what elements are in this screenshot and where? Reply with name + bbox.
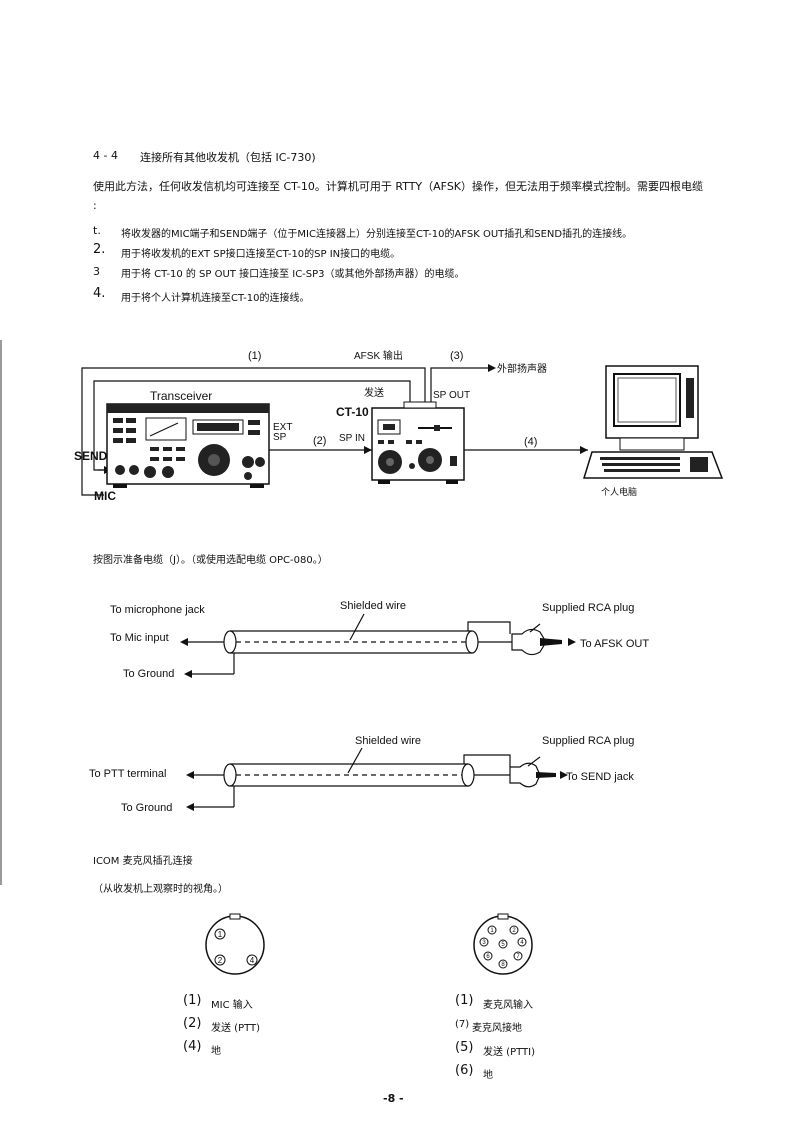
connector-4-pin: 1 2 4 [205, 913, 265, 975]
ct10-device [371, 401, 465, 484]
pin-description: 发送 (PTTI) [483, 1047, 536, 1058]
rca-plug-label: Supplied RCA plug [542, 602, 634, 614]
pin-label: 4 [520, 940, 524, 946]
intro-line-2: : [93, 199, 97, 212]
list-item-number: 4. [93, 286, 106, 301]
pin-label: 6 [486, 954, 490, 960]
pin-description: 发送 (PTT) [211, 1023, 261, 1034]
computer-device [582, 365, 724, 479]
cable-4-label: (4) [524, 436, 537, 448]
page-edge-shadow [0, 340, 2, 885]
rca-plug-label: Supplied RCA plug [542, 735, 634, 747]
pin-label: 8 [501, 962, 505, 968]
list-item-text: 将收发器的MIC端子和SEND端子（位于MIC连接器上）分别连接至CT-10的A… [121, 229, 633, 240]
transceiver-device [106, 403, 270, 488]
shielded-wire-label: Shielded wire [355, 735, 421, 747]
pin-description: 地 [483, 1070, 493, 1081]
cable-1-label: (1) [248, 350, 261, 362]
pin-label: 7 [516, 954, 520, 960]
pin-description: 麦克风接地 [472, 1023, 522, 1034]
pin-number: (2) [183, 1016, 202, 1031]
send-cn-label: 发送 [364, 386, 384, 399]
pin-number: (7) [455, 1019, 470, 1030]
connector-8-pin: 1 2 3 4 5 6 7 8 [473, 913, 533, 975]
cable-diagram-ptt: Shielded wire Supplied RCA plug To PTT t… [89, 735, 634, 814]
external-speaker-label: 外部扬声器 [497, 362, 547, 375]
pin-description: MIC 输入 [211, 1000, 253, 1011]
shielded-wire-label: Shielded wire [340, 600, 406, 612]
pin-label: 3 [482, 940, 486, 946]
list-item-text: 用于将 CT-10 的 SP OUT 接口连接至 IC-SP3（或其他外部扬声器… [121, 269, 465, 280]
list-item-text: 用于将收发机的EXT SP接口连接至CT-10的SP IN接口的电缆。 [121, 249, 401, 260]
list-item-text: 用于将个人计算机连接至CT-10的连接线。 [121, 293, 310, 304]
sp-in-label: SP IN [339, 433, 365, 444]
list-item-number: 3 [93, 265, 100, 278]
pin-label: 5 [501, 942, 505, 948]
pin-number: (4) [183, 1039, 202, 1054]
list-item-number: 2. [93, 242, 106, 257]
ct10-label: CT-10 [336, 405, 369, 419]
section-number: 4 - 4 [93, 149, 118, 162]
cable-diagram-mic: To microphone jack Shielded wire Supplie… [110, 600, 649, 680]
pin-number: (5) [455, 1040, 474, 1055]
cable-2-label: (2) [313, 435, 326, 447]
send-label: SEND [74, 449, 108, 463]
page-number: -8 - [383, 1092, 404, 1105]
sp-label: SP [273, 432, 287, 443]
intro-line-1: 使用此方法，任何收发信机均可连接至 CT-10。计算机可用于 RTTY（AFSK… [93, 180, 704, 193]
sp-out-label: SP OUT [433, 390, 470, 401]
to-afsk-out-label: To AFSK OUT [580, 638, 649, 650]
pin-description: 地 [211, 1046, 221, 1057]
section-title: 连接所有其他收发机（包括 IC-730) [140, 151, 316, 164]
pin-label: 1 [490, 928, 494, 934]
cable-note: 按图示准备电缆（J）。（或使用选配电缆 OPC-080。） [93, 555, 328, 566]
to-ground-label: To Ground [121, 802, 172, 814]
afsk-out-label: AFSK 输出 [354, 349, 403, 362]
pin-description: 麦克风输入 [483, 1000, 533, 1011]
pc-label: 个人电脑 [601, 486, 637, 497]
pin-label: 4 [250, 956, 255, 965]
pin-number: (1) [455, 993, 474, 1008]
mic-label: MIC [94, 489, 116, 503]
pin-label: 2 [218, 956, 223, 965]
pin-number: (1) [183, 993, 202, 1008]
to-ground-label: To Ground [123, 668, 174, 680]
cable-3-label: (3) [450, 350, 463, 362]
to-microphone-jack-label: To microphone jack [110, 604, 205, 616]
icom-subtitle: （从收发机上观察时的视角。） [93, 884, 228, 895]
icom-title: ICOM 麦克风插孔连接 [93, 856, 193, 867]
ext-label: EXT [273, 422, 292, 433]
pin-label: 1 [218, 930, 223, 939]
pin-label: 2 [512, 928, 516, 934]
transceiver-label: Transceiver [150, 389, 212, 403]
to-mic-input-label: To Mic input [110, 632, 169, 644]
to-ptt-terminal-label: To PTT terminal [89, 768, 166, 780]
list-item-number: t. [93, 224, 101, 237]
pin-number: (6) [455, 1063, 474, 1078]
connection-diagram: (1) AFSK 输出 (3) 外部扬声器 发送 SP OUT Transcei… [74, 349, 724, 503]
to-send-jack-label: To SEND jack [566, 771, 634, 783]
